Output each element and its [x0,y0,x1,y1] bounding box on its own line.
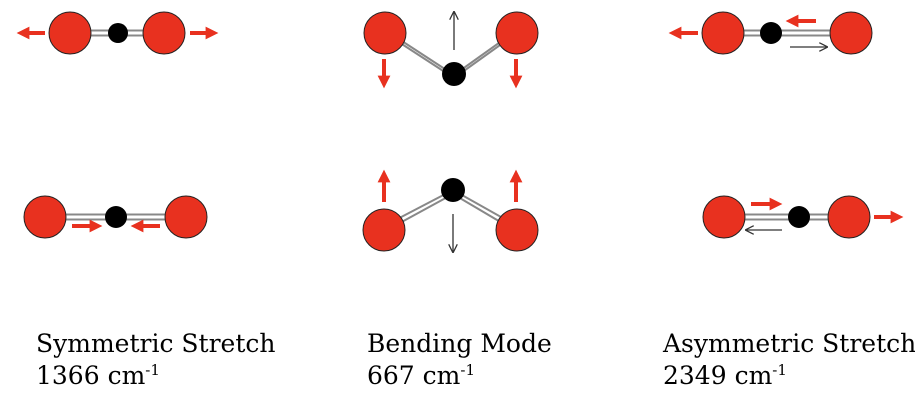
symmetric-stretch-bottom [23,195,208,239]
symmetric-stretch-top [16,11,219,55]
oxygen-atom [701,11,745,55]
asymmetric-stretch-caption: Asymmetric Stretch 2349 cm-1 [663,328,915,392]
bending-mode-top [363,11,539,89]
oxygen-atom [164,195,208,239]
carbon-atom [760,22,782,44]
unit-base: cm [422,361,461,390]
mode-name: Asymmetric Stretch [663,329,915,358]
wavenumber-value: 1366 [36,361,100,390]
oxygen-atom [362,208,406,252]
mode-name: Symmetric Stretch [36,329,276,358]
carbon-atom [105,206,127,228]
asymmetric-stretch-top [668,11,873,55]
oxygen-atom [702,195,746,239]
wavenumber-value: 667 [367,361,415,390]
mode-name: Bending Mode [367,329,552,358]
oxygen-atom [23,195,67,239]
mode-wavenumber: 667 cm-1 [367,360,552,392]
symmetric-stretch-caption: Symmetric Stretch 1366 cm-1 [36,328,275,392]
oxygen-atom [495,11,539,55]
oxygen-atom [142,11,186,55]
carbon-atom [441,178,465,202]
oxygen-atom [827,195,871,239]
unit-base: cm [107,361,146,390]
unit-base: cm [734,361,773,390]
bending-mode-bottom [362,169,539,252]
bending-mode-caption: Bending Mode 667 cm-1 [367,328,552,392]
carbon-atom [788,206,810,228]
unit-exponent: -1 [460,361,476,379]
unit-exponent: -1 [145,361,160,379]
oxygen-atom [829,11,873,55]
oxygen-atom [48,11,92,55]
mode-wavenumber: 2349 cm-1 [663,360,915,392]
oxygen-atom [363,11,407,55]
asymmetric-stretch-bottom [702,195,904,239]
unit-exponent: -1 [772,361,787,379]
mode-wavenumber: 1366 cm-1 [36,360,275,392]
carbon-atom [442,62,466,86]
carbon-atom [108,23,128,43]
oxygen-atom [495,208,539,252]
wavenumber-value: 2349 [663,361,727,390]
